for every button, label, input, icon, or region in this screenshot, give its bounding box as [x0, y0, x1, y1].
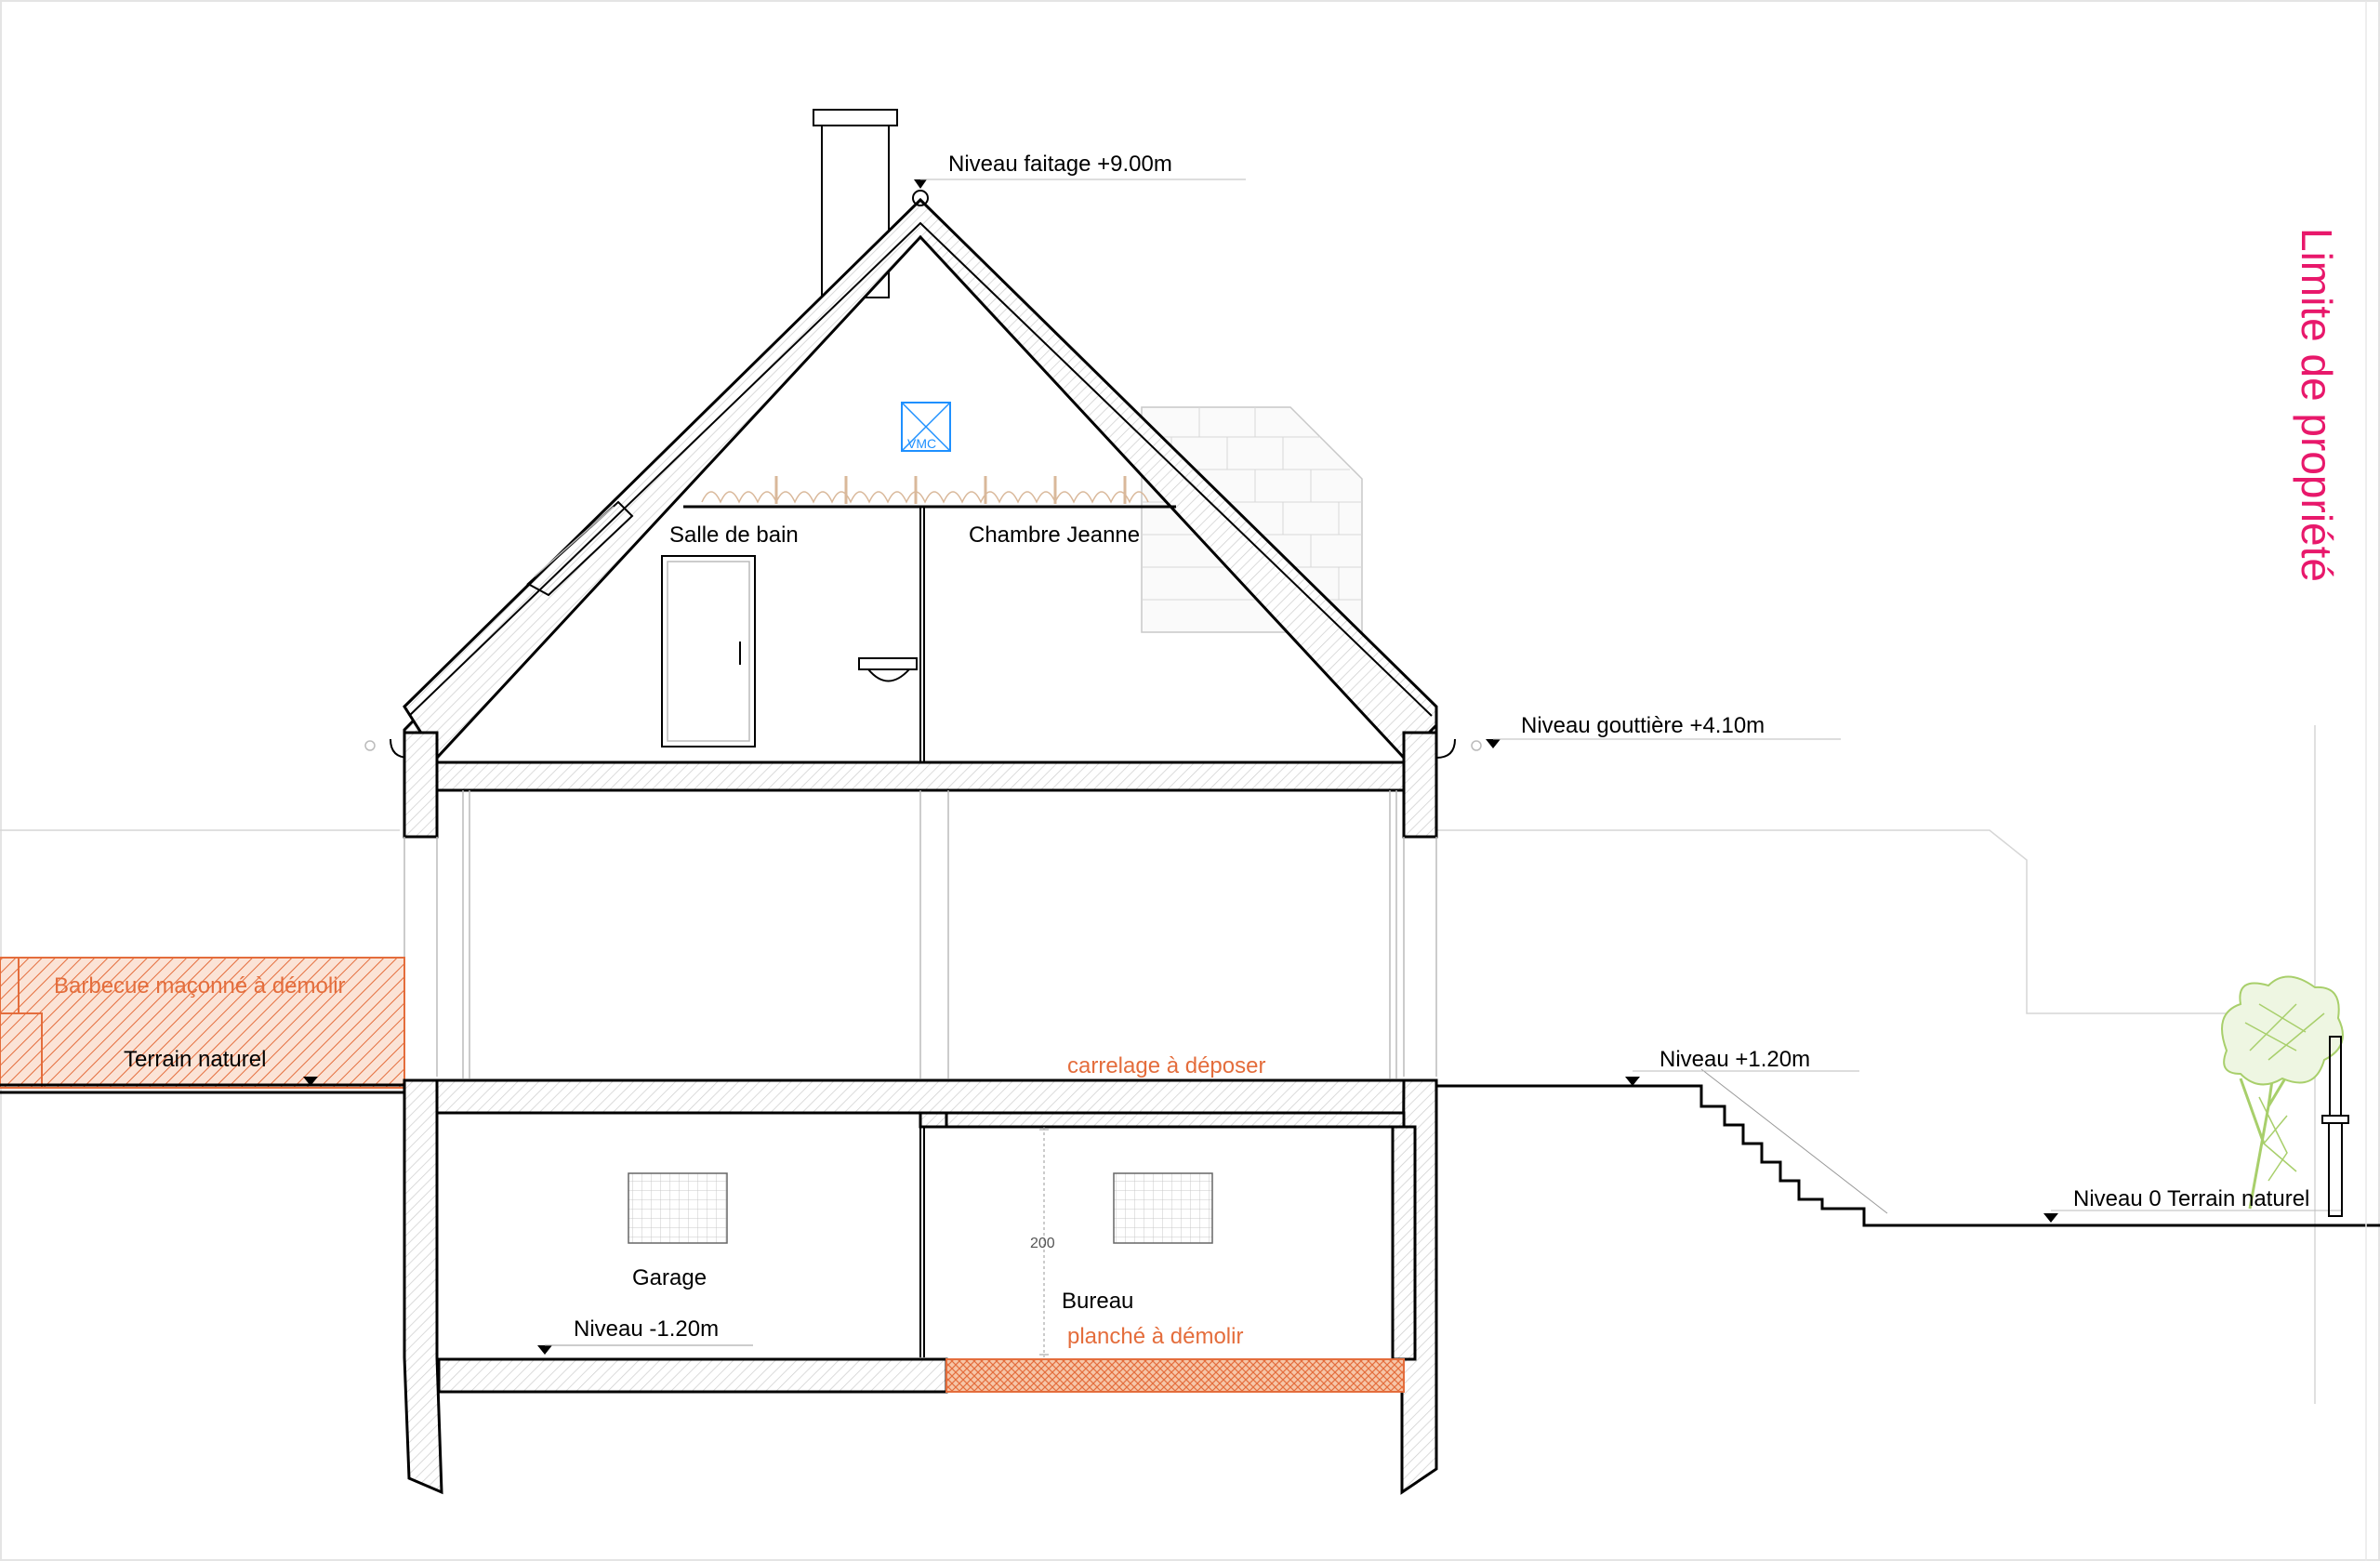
vmc-unit: VMC — [901, 402, 951, 452]
dimension-200: 200 — [1030, 1127, 1055, 1357]
vmc-label: VMC — [907, 436, 936, 451]
basement-walls — [403, 1078, 1438, 1495]
dimension-200-label: 200 — [1030, 1236, 1055, 1251]
office-window — [1113, 1172, 1213, 1244]
ridge-level-label: Niveau faitage +9.00m — [948, 152, 1172, 177]
bbq-label: Barbecue maçonné à démolir — [54, 973, 346, 999]
barbecue — [0, 957, 405, 1089]
neighbour-block — [1141, 406, 1363, 633]
upper-floor-interior — [661, 507, 925, 762]
tiling-label: carrelage à déposer — [1067, 1053, 1265, 1078]
level-zero-label: Niveau 0 Terrain naturel — [2073, 1186, 2309, 1211]
garage-window — [628, 1172, 728, 1244]
ridge-marker — [912, 179, 1246, 206]
level-minus-marker — [537, 1345, 552, 1355]
bathroom-label: Salle de bain — [669, 523, 799, 548]
garage-label: Garage — [632, 1265, 707, 1290]
floor-demolish-label: planché à démolir — [1067, 1324, 1243, 1349]
bedroom-label: Chambre Jeanne — [969, 523, 1140, 548]
tree — [2221, 975, 2349, 1217]
ground-left — [0, 1077, 404, 1094]
gutter-marker — [1486, 738, 1841, 748]
bathroom-door — [661, 555, 756, 747]
natural-ground-left-label: Terrain naturel — [124, 1047, 266, 1072]
upper-floor-slab — [428, 761, 1417, 792]
office-label: Bureau — [1062, 1289, 1133, 1314]
ground-right — [1436, 1068, 2380, 1227]
ground-floor-slab — [428, 1078, 1417, 1115]
property-limit-label: Limite de propriété — [2293, 228, 2341, 582]
washbasin — [858, 657, 918, 682]
basement-windows — [628, 1172, 1213, 1244]
floor-to-demolish — [945, 1358, 1405, 1393]
level-minus-label: Niveau -1.20m — [574, 1316, 719, 1342]
level-plus-label: Niveau +1.20m — [1659, 1047, 1810, 1072]
attic-insulation — [683, 476, 1176, 509]
gutter-level-label: Niveau gouttière +4.10m — [1521, 713, 1765, 738]
